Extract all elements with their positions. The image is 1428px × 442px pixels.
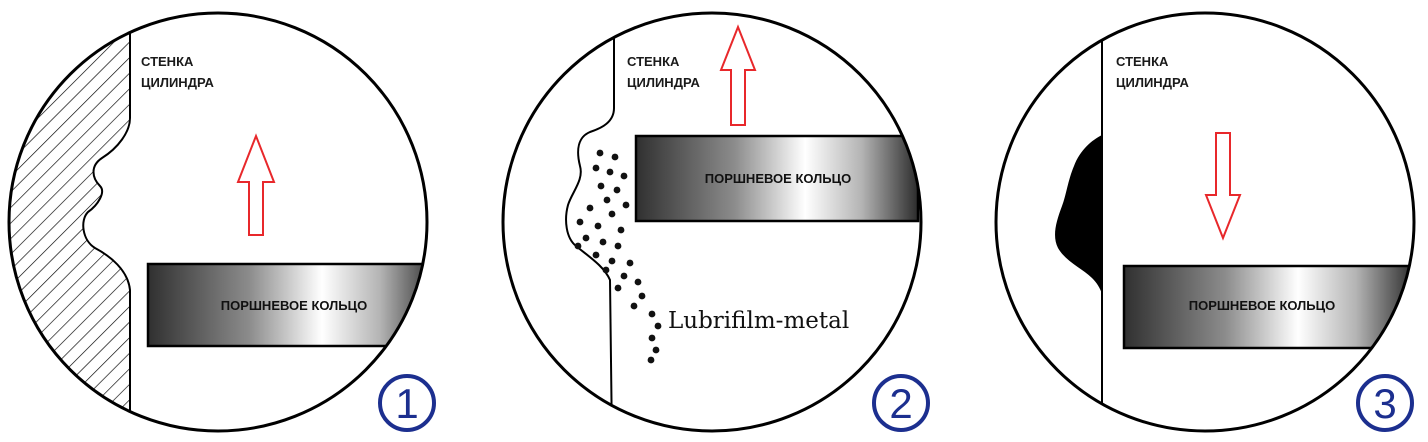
particle-dot: [614, 242, 622, 250]
particle-dot: [606, 168, 614, 176]
particle-dot: [592, 251, 600, 259]
particle-dot: [638, 292, 646, 300]
wall-label-line2: ЦИЛИНДРА: [141, 75, 214, 90]
lubrifilm-particles: [574, 149, 662, 364]
metal-deposit: [1055, 135, 1102, 294]
ring-label: ПОРШНЕВОЕ КОЛЬЦО: [1189, 298, 1336, 313]
film-label: Lubrifilm-metal: [668, 308, 849, 334]
particle-dot: [611, 153, 619, 161]
panel-frame: [501, 11, 923, 433]
wall-label-line1: СТЕНКА: [141, 54, 194, 69]
particle-dot: [586, 204, 594, 212]
particle-dot: [620, 272, 628, 280]
particle-dot: [648, 334, 656, 342]
particle-dot: [620, 172, 628, 180]
particle-dot: [634, 278, 642, 286]
particle-dot: [630, 302, 638, 310]
wall-label-line2: ЦИЛИНДРА: [1116, 75, 1189, 90]
particle-dot: [582, 234, 590, 242]
cylinder-wall-hatched: [9, 13, 131, 431]
piston-ring: [146, 262, 427, 348]
particle-dot: [613, 186, 621, 194]
step-badge: 2: [872, 374, 930, 432]
wall-label-line1: СТЕНКА: [627, 54, 680, 69]
particle-dot: [597, 182, 605, 190]
particle-dot: [574, 242, 582, 250]
particle-dot: [608, 210, 616, 218]
step-badge: 1: [378, 374, 436, 432]
panel-1: СТЕНКА ЦИЛИНДРА ПОРШНЕВОЕ КОЛЬЦО 1: [7, 11, 436, 433]
step-number: 1: [395, 380, 418, 427]
particle-dot: [626, 259, 634, 267]
particle-dot: [617, 226, 625, 234]
particle-dot: [576, 218, 584, 226]
particle-dot: [647, 356, 655, 364]
panel-frame: [7, 11, 429, 433]
wall-label-line2: ЦИЛИНДРА: [627, 75, 700, 90]
arrow-up-icon: [719, 24, 757, 126]
particle-dot: [622, 201, 630, 209]
particle-dot: [592, 164, 600, 172]
wall-label-line1: СТЕНКА: [1116, 54, 1169, 69]
particle-dot: [602, 266, 610, 274]
arrow-down-icon: [1204, 132, 1242, 241]
step-number: 2: [889, 380, 912, 427]
ring-label: ПОРШНЕВОЕ КОЛЬЦО: [705, 171, 852, 186]
particle-dot: [599, 238, 607, 246]
particle-dot: [654, 322, 662, 330]
piston-ring: [1122, 264, 1414, 350]
piston-ring: [634, 134, 920, 223]
particle-dot: [596, 149, 604, 157]
particle-dot: [594, 222, 602, 230]
panel-2: СТЕНКА ЦИЛИНДРА ПОРШНЕВОЕ КОЛЬЦО Lubrifi…: [501, 11, 930, 433]
step-number: 3: [1373, 380, 1396, 427]
cylinder-wall-line: [565, 13, 615, 431]
particle-dot: [648, 310, 656, 318]
particle-dot: [603, 196, 611, 204]
panel-3: СТЕНКА ЦИЛИНДРА ПОРШНЕВОЕ КОЛЬЦО 3: [994, 11, 1416, 433]
particle-dot: [608, 257, 616, 265]
particle-dot: [652, 346, 660, 354]
step-badge: 3: [1356, 374, 1414, 432]
arrow-up-icon: [236, 133, 276, 236]
particle-dot: [614, 284, 622, 292]
panel-frame: [994, 11, 1416, 433]
ring-label: ПОРШНЕВОЕ КОЛЬЦО: [221, 298, 368, 313]
